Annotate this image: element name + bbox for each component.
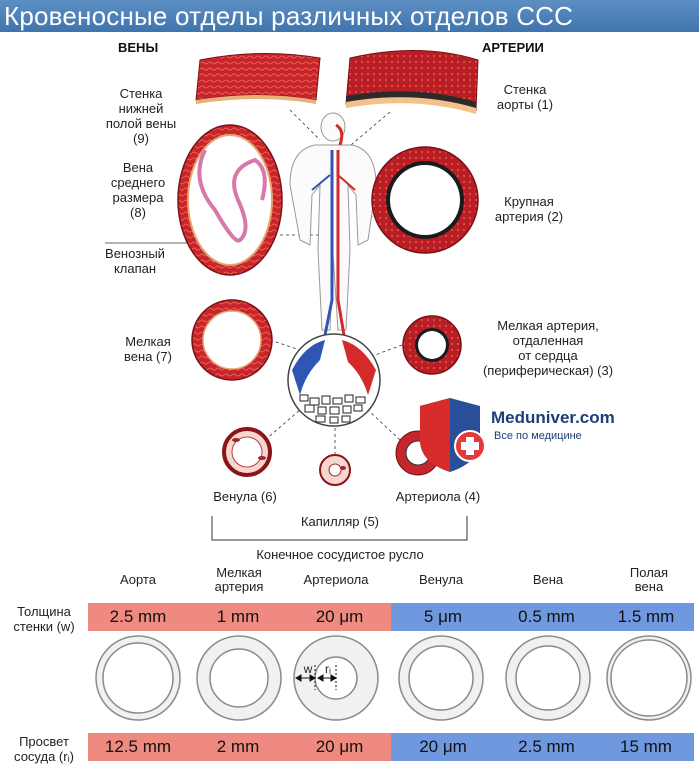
aorta-wall-line: Стенка: [503, 82, 547, 97]
wall-thickness-line: Толщина: [17, 604, 71, 619]
large-artery-label: Крупная артерия (2): [484, 194, 574, 224]
arteriole-label: Артериола (4): [395, 489, 481, 504]
lumen-label: Просвет сосуда (rᵢ): [0, 734, 88, 764]
venous-valve-line: клапан: [113, 261, 157, 276]
medium-vein-cross-section: [177, 124, 283, 276]
aorta-wall-label: Стенка аорты (1): [480, 82, 570, 112]
medium-vein-label: Вена среднего размера (8): [98, 160, 178, 220]
wall-value-vein: 0.5 mm: [495, 603, 598, 631]
small-artery-line: (периферическая) (3): [482, 363, 614, 378]
vessel-lumens: [102, 639, 688, 717]
column-header-line: Аорта: [120, 572, 156, 587]
venule-label: Венула (6): [213, 489, 277, 504]
logo-tagline: Все по медицине: [494, 430, 582, 442]
veins-header: ВЕНЫ: [118, 40, 159, 55]
wall-value-vena-cava: 1.5 mm: [598, 603, 694, 631]
column-header-vena-cava: Полая вена: [599, 566, 699, 594]
wall-value-arteriole: 20 μm: [288, 603, 391, 631]
small-vein-cross-section: [191, 299, 273, 381]
column-header-line: Венула: [418, 572, 464, 587]
aorta-wall-line: аорты (1): [496, 97, 554, 112]
column-header-venule: Венула: [391, 573, 491, 587]
small-vein-line: Мелкая: [125, 334, 171, 349]
ivc-wall-line: полой вены: [105, 116, 177, 131]
column-header-line: Полая: [629, 565, 669, 580]
logo-name: Meduniver.com: [491, 408, 615, 427]
lumen-value-small-artery: 2 mm: [188, 733, 288, 761]
ivc-wall-line: нижней: [118, 101, 164, 116]
capillary-bracket: [211, 516, 468, 541]
wall-value-small-artery: 1 mm: [188, 603, 288, 631]
wall-value-aorta: 2.5 mm: [88, 603, 188, 631]
lumen-value-aorta: 12.5 mm: [88, 733, 188, 761]
title-banner: Кровеносные отделы различных отделов ССС: [0, 0, 699, 32]
capillary-label: Капилляр (5): [300, 514, 380, 529]
ivc-wall-strip: [195, 52, 321, 104]
wall-thickness-label: Толщина стенки (w): [0, 604, 88, 634]
page-title: Кровеносные отделы различных отделов ССС: [4, 1, 574, 31]
small-vein-label: Мелкая вена (7): [108, 334, 188, 364]
lumen-symbol: rᵢ: [325, 662, 331, 676]
column-header-small-artery: Мелкая артерия: [189, 566, 289, 594]
column-header-line: Вена: [532, 572, 564, 587]
column-header-vein: Вена: [498, 573, 598, 587]
venule-cross-section: [222, 427, 272, 477]
column-header-line: артерия: [214, 579, 264, 594]
large-artery-line: Крупная: [504, 194, 554, 209]
small-artery-label: Мелкая артерия, отдаленная от сердца (пе…: [468, 318, 628, 378]
medium-vein-line: размера: [112, 190, 164, 205]
column-header-line: Мелкая: [216, 565, 262, 580]
ivc-wall-label: Стенка нижней полой вены (9): [86, 86, 196, 146]
large-artery-cross-section: [371, 146, 479, 254]
capillary-cross-section: [319, 454, 351, 486]
terminal-bed-label: Конечное сосудистое русло: [256, 547, 424, 562]
lumen-line: Просвет: [19, 734, 69, 749]
wall-value-venule: 5 μm: [391, 603, 495, 631]
column-header-aorta: Аорта: [88, 573, 188, 587]
lumen-value-arteriole: 20 μm: [288, 733, 391, 761]
column-header-line: вена: [634, 579, 664, 594]
small-artery-cross-section: [402, 315, 462, 375]
meduniver-logo-icon: [420, 398, 486, 472]
arteries-header: АРТЕРИИ: [482, 40, 544, 55]
small-artery-line: Мелкая артерия,: [497, 318, 599, 333]
medium-vein-line: среднего: [110, 175, 166, 190]
small-artery-line: отдаленная: [512, 333, 584, 348]
lumen-value-vena-cava: 15 mm: [598, 733, 694, 761]
small-vein-line: вена (7): [124, 349, 172, 364]
large-artery-line: артерия (2): [494, 209, 564, 224]
medium-vein-line: Вена: [122, 160, 154, 175]
ivc-wall-line: (9): [133, 131, 149, 146]
wall-symbol: w: [303, 662, 313, 676]
circulation-lines: [311, 123, 356, 336]
lumen-value-venule: 20 μm: [391, 733, 495, 761]
vessel-rings: [95, 635, 692, 721]
dimension-arrows: [295, 665, 337, 690]
column-header-arteriole: Артериола: [286, 573, 386, 587]
venous-valve-line: Венозный: [105, 246, 165, 261]
wall-thickness-line: стенки (w): [13, 619, 75, 634]
aorta-wall-strip: [345, 50, 479, 114]
lumen-line: сосуда (rᵢ): [14, 749, 74, 764]
medium-vein-line: (8): [130, 205, 146, 220]
ivc-wall-line: Стенка: [119, 86, 163, 101]
capillary-bed: [287, 333, 381, 427]
venous-valve-label: Венозный клапан: [95, 246, 175, 276]
column-header-line: Артериола: [303, 572, 369, 587]
small-artery-line: от сердца: [518, 348, 578, 363]
lumen-value-vein: 2.5 mm: [495, 733, 598, 761]
